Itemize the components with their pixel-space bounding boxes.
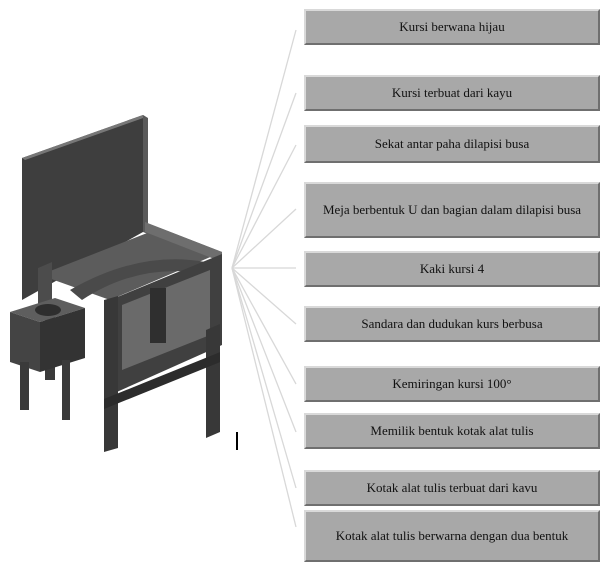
connector-line: [231, 29, 297, 269]
label-box: Meja berbentuk U dan bagian dalam dilapi…: [304, 182, 600, 238]
label-box: Kotak alat tulis terbuat dari kavu: [304, 470, 600, 506]
connector-lines: [231, 29, 297, 528]
chair-arm-right: [145, 222, 222, 262]
connector-line: [231, 267, 297, 433]
label-text: Kursi terbuat dari kayu: [391, 85, 513, 100]
label-text: Sekat antar paha dilapisi busa: [374, 136, 530, 151]
chair-front-leg: [206, 324, 220, 438]
chair-front-leg: [104, 296, 118, 452]
connector-line: [231, 267, 297, 528]
chair-backrest-top: [22, 115, 146, 160]
label-text: Kaki kursi 4: [419, 261, 485, 276]
label-text: Sandara dan dudukan kurs berbusa: [361, 316, 543, 331]
connector-line: [231, 92, 297, 269]
pencil-box-leg: [62, 360, 70, 420]
label-box: Sandara dan dudukan kurs berbusa: [304, 306, 600, 342]
label-text: Kotak alat tulis berwarna dengan dua ben…: [335, 528, 569, 543]
connector-line: [231, 208, 297, 269]
connector-line: [231, 267, 297, 489]
chair-backrest-side: [143, 115, 148, 234]
label-text: Meja berbentuk U dan bagian dalam dilapi…: [322, 202, 582, 217]
chair-center-post: [150, 288, 166, 343]
chair-model: [10, 115, 222, 452]
pencil-box-hole: [35, 304, 61, 316]
connector-line: [231, 144, 297, 269]
label-box: Kotak alat tulis berwarna dengan dua ben…: [304, 510, 600, 562]
label-text: Kursi berwana hijau: [399, 19, 505, 34]
pencil-box-front: [10, 312, 40, 372]
label-box: Memilik bentuk kotak alat tulis: [304, 413, 600, 449]
chair-backrest-front: [22, 115, 143, 300]
label-text: Kotak alat tulis terbuat dari kavu: [366, 480, 538, 495]
connector-line: [231, 267, 297, 385]
pencil-box-leg: [20, 362, 29, 410]
label-box: Kursi terbuat dari kayu: [304, 75, 600, 111]
chair-arm-left: [38, 262, 52, 305]
label-box: Kursi berwana hijau: [304, 9, 600, 45]
label-box: Kaki kursi 4: [304, 251, 600, 287]
label-box: Sekat antar paha dilapisi busa: [304, 125, 600, 163]
connector-line: [231, 267, 297, 325]
pencil-box-side: [40, 308, 85, 372]
label-text: Memilik bentuk kotak alat tulis: [370, 423, 534, 438]
chair-seat-curve: [70, 259, 205, 300]
text-cursor-mark: [236, 432, 238, 450]
chair-crossbar: [104, 352, 220, 409]
label-text: Kemiringan kursi 100°: [392, 376, 512, 391]
label-box: Kemiringan kursi 100°: [304, 366, 600, 402]
